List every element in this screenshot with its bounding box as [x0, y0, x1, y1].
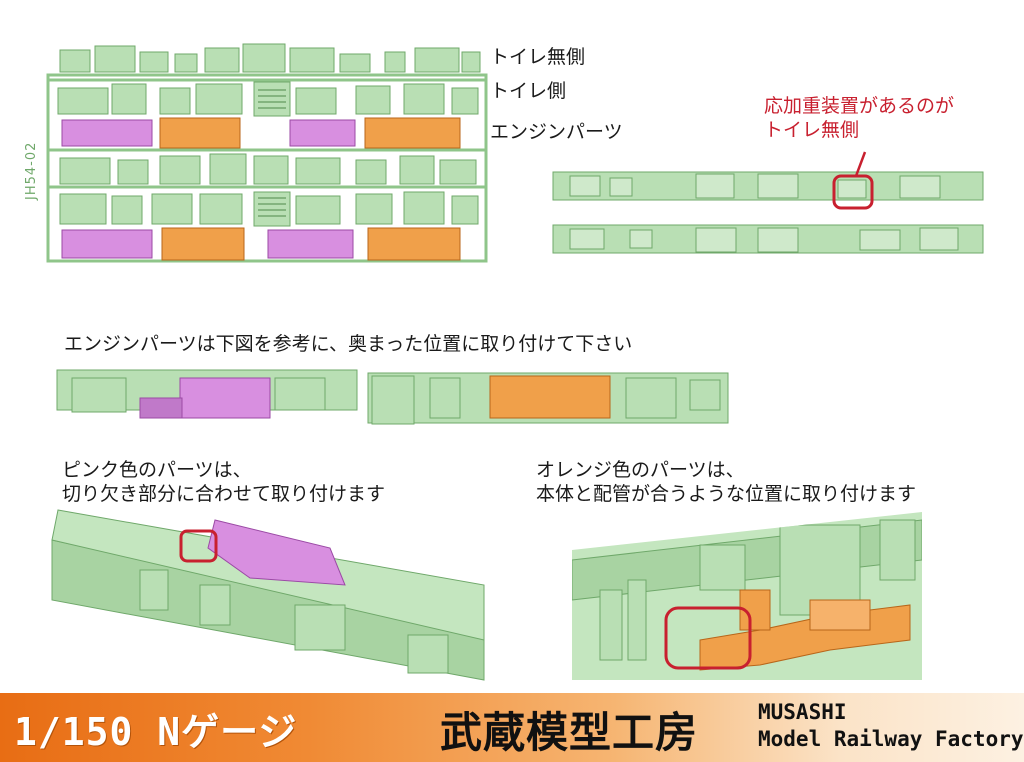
pink-note-line-1: ピンク色のパーツは、: [62, 459, 252, 481]
pink-engine-part: [207, 519, 346, 586]
sprue-row-toilet-2: [59, 191, 479, 227]
brand-english: MUSASHI Model Railway Factory: [758, 699, 1024, 753]
pink-note: ピンク色のパーツは、 切り欠き部分に合わせて取り付けます: [62, 458, 385, 507]
callout-line-2: トイレ無側: [764, 119, 860, 142]
brand-english-line-1: MUSASHI: [758, 700, 847, 724]
pink-note-line-2: 切り欠き部分に合わせて取り付けます: [62, 483, 386, 506]
sprue-row-engine-2: [61, 227, 461, 261]
brand-name: 武蔵模型工房: [440, 708, 699, 757]
sprue-row-engine-1: [61, 117, 461, 149]
label-toilet-side: トイレ側: [490, 80, 567, 102]
scale-label: 1/150 Nゲージ: [14, 710, 298, 754]
callout-line-1: 応加重装置があるのが: [764, 95, 955, 117]
orange-piping-circle: [664, 606, 752, 670]
sprue-frame: [46, 73, 488, 263]
callout-load-device: 応加重装置があるのが トイレ無側: [764, 94, 954, 143]
sprue-row-non-toilet: [59, 43, 481, 73]
assembly-note: エンジンパーツは下図を参考に、奥まった位置に取り付けて下さい: [64, 333, 633, 355]
orange-note: オレンジ色のパーツは、 本体と配管が合うような位置に取り付けます: [536, 458, 916, 507]
callout-pointer: [854, 151, 867, 177]
footer-banner: 1/150 Nゲージ 武蔵模型工房 MUSASHI Model Railway …: [0, 693, 1024, 762]
callout-circle: [832, 174, 874, 210]
orange-note-line-2: 本体と配管が合うような位置に取り付けます: [536, 483, 917, 506]
assembled-pink-engine: [179, 377, 271, 419]
pink-cutout-circle: [179, 529, 218, 563]
label-engine-parts: エンジンパーツ: [490, 121, 623, 143]
assembled-orange-engine: [489, 375, 611, 419]
label-non-toilet-side: トイレ無側: [490, 46, 586, 68]
grille-details: [258, 89, 286, 217]
sprue-row-toilet: [57, 81, 479, 117]
brand-english-line-2: Model Railway Factory: [758, 726, 1024, 751]
sprue-row-non-toilet-2: [59, 153, 477, 185]
orange-note-line-1: オレンジ色のパーツは、: [536, 459, 745, 481]
